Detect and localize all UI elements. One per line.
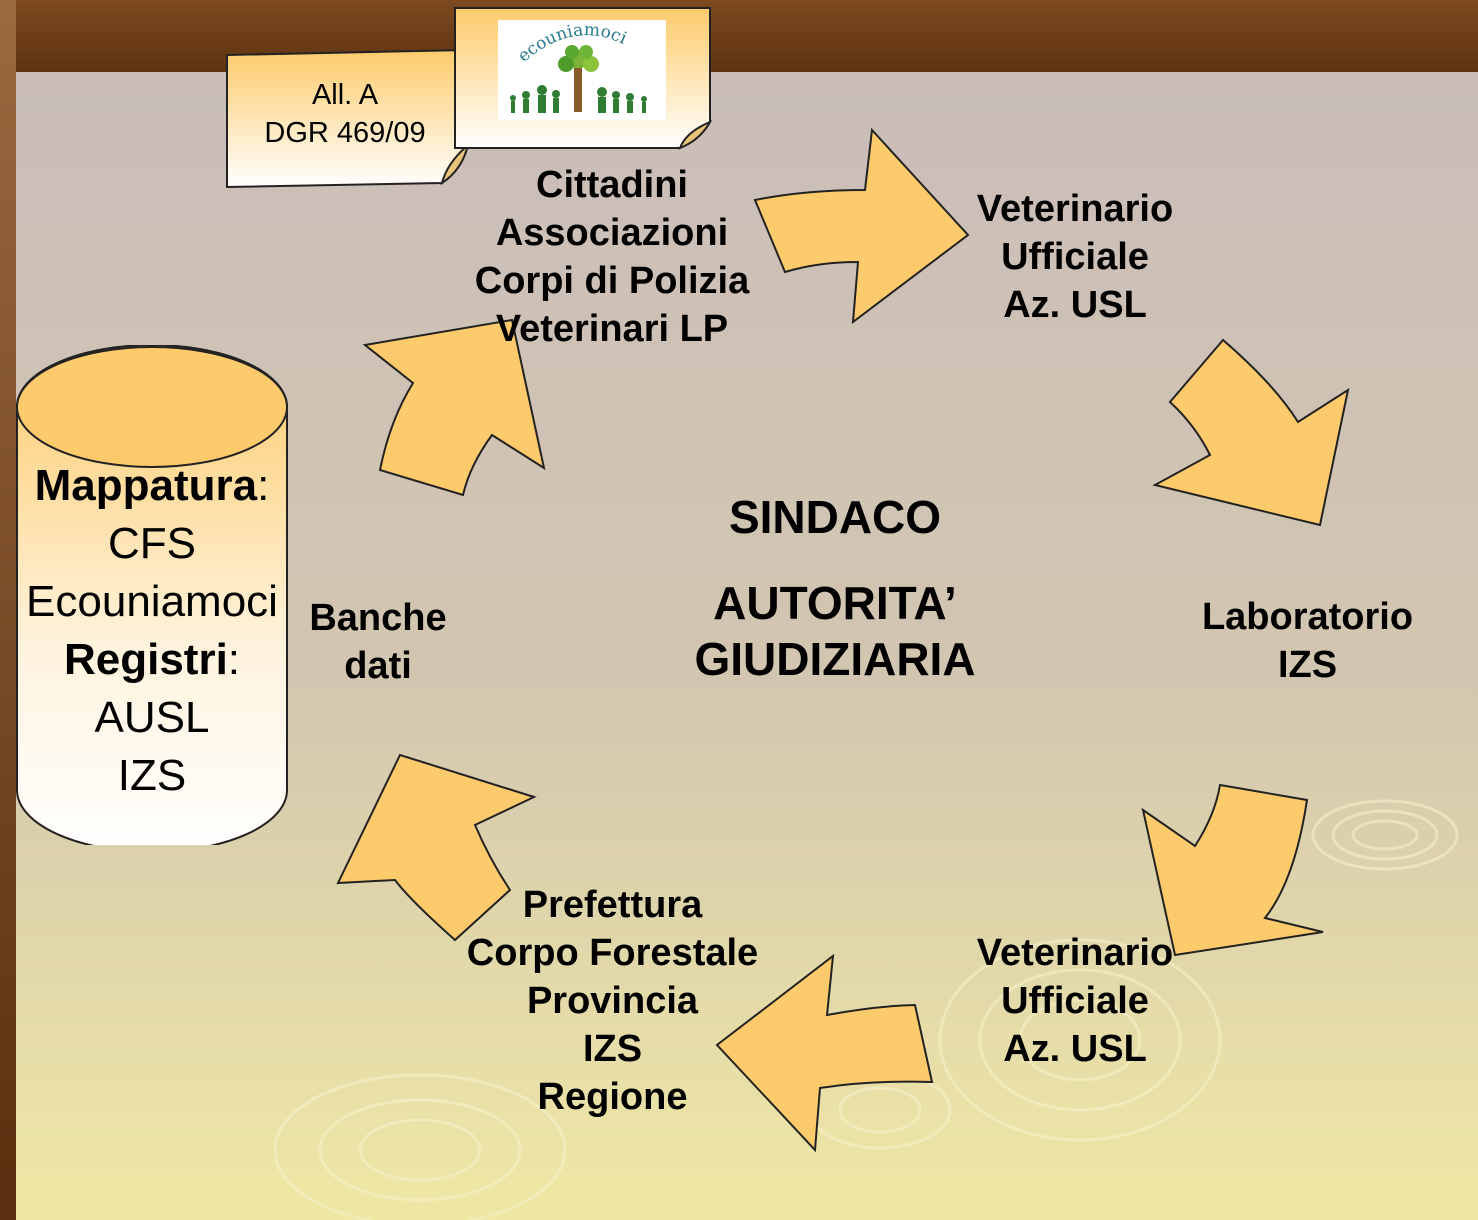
center-autorita: AUTORITA’ GIUDIZIARIA <box>635 575 1035 687</box>
registri-colon: : <box>227 635 241 684</box>
node-cittadini-line2: Associazioni <box>495 212 729 254</box>
mappatura-item-ecouniamoci: Ecouniamoci <box>26 577 278 626</box>
arrow-left-lower <box>336 753 537 942</box>
node-cittadini-line1: Cittadini <box>536 164 688 206</box>
tree-logo-icon <box>510 45 647 113</box>
arrow-bottom <box>715 953 934 1153</box>
node-veterinario-bottom: Veterinario Ufficiale Az. USL <box>960 929 1190 1073</box>
node-veterinario-top: Veterinario Ufficiale Az. USL <box>960 185 1190 329</box>
node-veterinario-top-line1: Veterinario <box>976 188 1174 230</box>
node-veterinario-bottom-line3: Az. USL <box>1003 1028 1147 1070</box>
node-prefettura-line4: IZS <box>582 1028 643 1070</box>
note-card <box>226 48 470 189</box>
node-banche-dati-line1: Banche <box>309 597 447 639</box>
node-veterinario-top-line2: Ufficiale <box>1001 236 1149 278</box>
node-prefettura-line5: Regione <box>537 1076 688 1118</box>
registri-item-izs: IZS <box>117 751 187 800</box>
note-text: All. A DGR 469/09 <box>240 76 450 152</box>
arrow-right-upper <box>1152 338 1350 527</box>
node-laboratorio-line1: Laboratorio <box>1201 596 1414 638</box>
ripple-decoration <box>273 799 1459 1220</box>
node-veterinario-bottom-line2: Ufficiale <box>1001 980 1149 1022</box>
center-autorita-line2: GIUDIZIARIA <box>694 633 976 685</box>
arrow-right-lower <box>1141 783 1324 957</box>
note-line2: DGR 469/09 <box>264 117 426 149</box>
node-cittadini-line3: Corpi di Polizia <box>474 260 750 302</box>
arrow-left-upper <box>362 318 546 497</box>
logo-card: ecouniamoci <box>454 7 713 150</box>
node-laboratorio-line2: IZS <box>1277 644 1338 686</box>
mappatura-colon: : <box>257 461 270 510</box>
node-cittadini: Cittadini Associazioni Corpi di Polizia … <box>462 161 762 353</box>
node-cittadini-line4: Veterinari LP <box>495 308 729 350</box>
node-veterinario-bottom-line1: Veterinario <box>976 932 1174 974</box>
note-line1: All. A <box>311 79 379 111</box>
node-banche-dati-line2: dati <box>344 645 412 687</box>
center-autorita-line1: AUTORITA’ <box>713 577 957 629</box>
arrow-top <box>753 127 970 325</box>
node-prefettura-line3: Provincia <box>526 980 699 1022</box>
mappatura-label: Mappatura <box>34 461 258 510</box>
database-text: Mappatura: CFS Ecouniamoci Registri: AUS… <box>16 457 288 805</box>
node-veterinario-top-line3: Az. USL <box>1003 284 1147 326</box>
database-cylinder <box>16 345 288 845</box>
mappatura-item-cfs: CFS <box>108 519 196 568</box>
registri-label: Registri <box>63 635 228 684</box>
center-sindaco: SINDACO <box>728 491 942 543</box>
registri-item-ausl: AUSL <box>94 693 210 742</box>
node-prefettura: Prefettura Corpo Forestale Provincia IZS… <box>450 881 775 1121</box>
node-laboratorio: Laboratorio IZS <box>1190 593 1425 689</box>
node-prefettura-line2: Corpo Forestale <box>466 932 759 974</box>
node-banche-dati: Banche dati <box>298 594 458 690</box>
node-prefettura-line1: Prefettura <box>522 884 703 926</box>
